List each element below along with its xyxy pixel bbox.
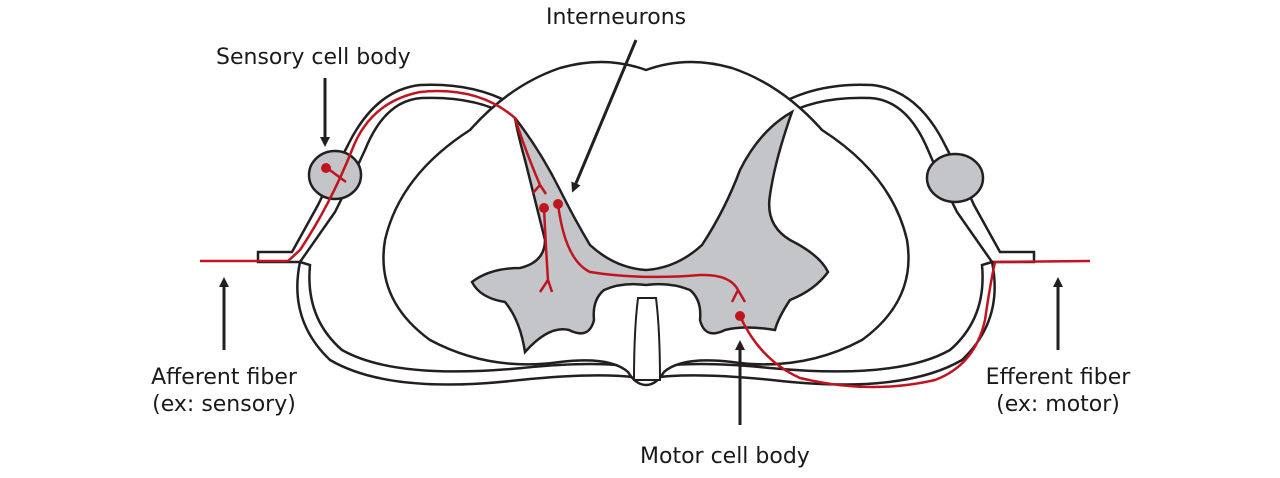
label-afferent-fiber: Afferent fiber (ex: sensory) bbox=[134, 364, 314, 418]
label-interneurons: Interneurons bbox=[546, 5, 687, 30]
afferent-neuron-path bbox=[200, 89, 542, 263]
label-efferent-line2: (ex: motor) bbox=[996, 392, 1120, 417]
interneuron-2-terminal bbox=[730, 289, 747, 303]
label-efferent-fiber: Efferent fiber (ex: motor) bbox=[968, 364, 1148, 418]
anterior-median-fissure bbox=[632, 297, 662, 381]
label-afferent-line1: Afferent fiber bbox=[151, 365, 297, 390]
right-ganglion bbox=[925, 152, 985, 204]
efferent-neuron-path bbox=[738, 259, 1091, 389]
arrow-interneurons bbox=[571, 39, 638, 193]
label-motor-cell-body: Motor cell body bbox=[640, 444, 810, 469]
interneuron-1-terminal bbox=[538, 279, 554, 293]
interneuron-2-axon bbox=[556, 203, 740, 291]
motor-cell-dot bbox=[735, 311, 745, 321]
interneuron-1-axon bbox=[542, 207, 550, 281]
label-afferent-line2: (ex: sensory) bbox=[152, 392, 296, 417]
label-sensory-cell-body: Sensory cell body bbox=[216, 45, 411, 70]
interneuron-1-dot bbox=[539, 203, 549, 213]
sensory-terminal bbox=[532, 184, 548, 195]
sensory-cell-dot bbox=[321, 163, 331, 173]
label-efferent-line1: Efferent fiber bbox=[985, 365, 1131, 390]
interneuron-2-dot bbox=[553, 199, 563, 209]
